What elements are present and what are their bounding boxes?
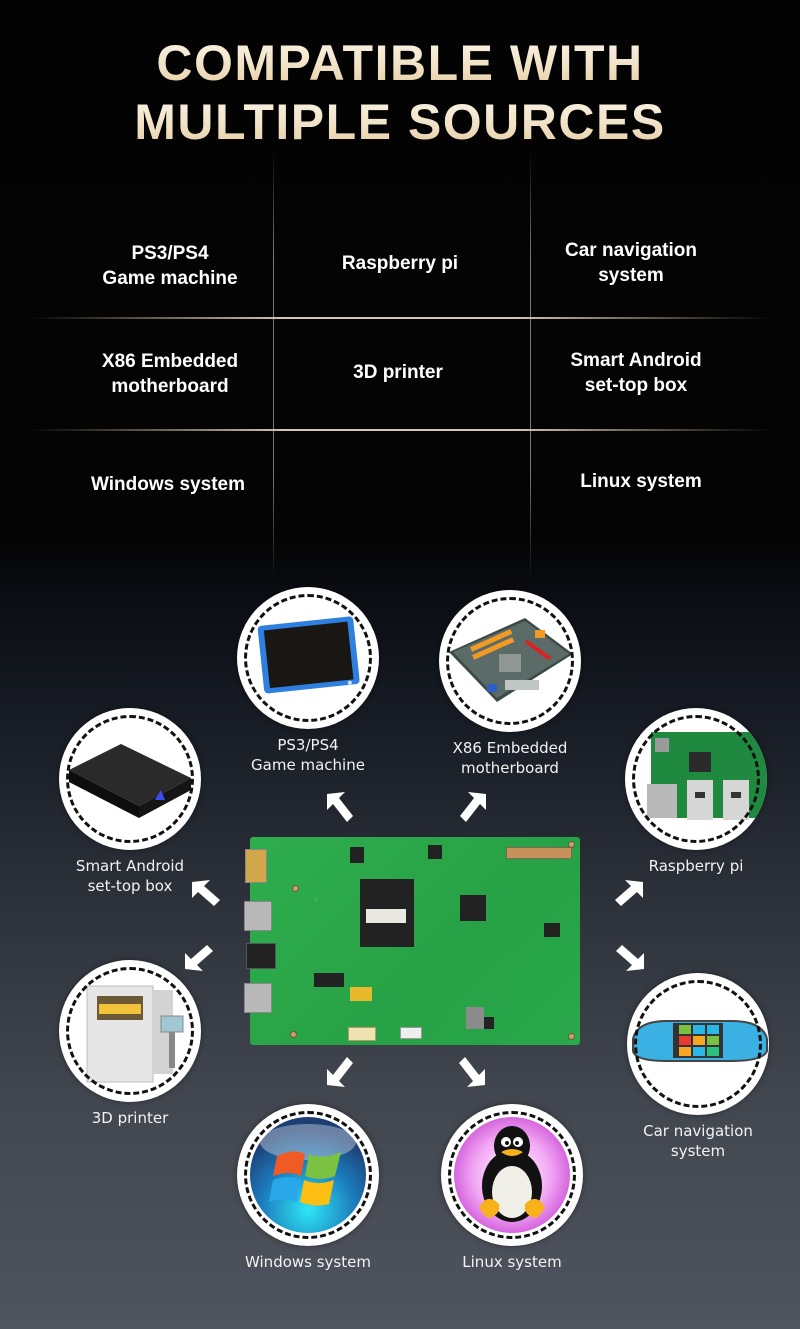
usb-c-port-1: [244, 901, 272, 931]
arrow-left-up-icon: [192, 880, 220, 906]
windows-logo-icon: [237, 1104, 379, 1246]
grid-cell-x86: X86 Embedded motherboard: [101, 351, 239, 397]
grid-divider-v1: [273, 150, 274, 580]
node-3d-printer: 3D printer: [58, 960, 202, 1128]
mount-hole-br: [568, 1033, 575, 1040]
car-mirror-navigation-icon: [627, 973, 769, 1115]
hdmi-port: [245, 849, 267, 883]
page-title-line2: MULTIPLE SOURCES: [0, 92, 800, 152]
mount-hole-bl: [290, 1031, 297, 1038]
small-chip-2: [428, 845, 442, 859]
power-header: [348, 1027, 376, 1041]
fpc-connector: [506, 847, 572, 859]
grid-cell-linux: Linux system: [580, 471, 702, 492]
arrow-up-right-icon: [460, 792, 486, 822]
grid-divider-h2: [30, 429, 770, 431]
node-android-set-top-box: Smart Android set-top box: [58, 708, 202, 896]
display-driver-board: [244, 837, 580, 1045]
inductor: [466, 1007, 484, 1029]
node-car-navigation: Car navigation system: [626, 973, 770, 1161]
grid-cell-car: Car navigation system: [565, 240, 697, 286]
page-title-line1: COMPATIBLE WITH: [0, 33, 800, 93]
node-raspberry-pi: Raspberry pi: [624, 708, 768, 876]
portable-monitor-icon: [237, 587, 379, 729]
power-ic: [544, 923, 560, 937]
grid-divider-v2: [530, 150, 531, 580]
3d-printer-icon: [59, 960, 201, 1102]
grid-cell-rpi: Raspberry pi: [341, 253, 459, 274]
small-chip-3: [314, 973, 344, 987]
arrow-left-down-icon: [185, 945, 213, 971]
node-windows: Windows system: [236, 1104, 380, 1272]
node-x86-motherboard: X86 Embedded motherboard: [438, 590, 582, 778]
grid-cell-ps: PS3/PS4 Game machine: [102, 243, 238, 289]
node-ps3-ps4: PS3/PS4 Game machine: [236, 587, 380, 775]
grid-divider-h1: [30, 317, 770, 319]
usb-c-port-2: [244, 983, 272, 1013]
small-chip-1: [350, 847, 364, 863]
mount-hole-tl: [292, 885, 299, 892]
linux-penguin-icon: [441, 1104, 583, 1246]
node-linux: Linux system: [440, 1104, 584, 1272]
audio-jack: [246, 943, 276, 969]
chip-label-sticker: [366, 909, 406, 923]
grid-cell-printer: 3D printer: [353, 362, 443, 383]
raspberry-pi-icon: [625, 708, 767, 850]
arrow-right-down-icon: [616, 945, 644, 971]
key-header: [400, 1027, 422, 1039]
mount-hole-tr: [568, 841, 575, 848]
arrow-right-up-icon: [615, 880, 643, 906]
arrow-down-left-icon: [327, 1057, 353, 1087]
set-top-box-icon: [59, 708, 201, 850]
arrow-down-right-icon: [459, 1057, 485, 1087]
arrow-up-left-icon: [327, 792, 353, 822]
capacitor-yellow: [350, 987, 372, 1001]
motherboard-icon: [439, 590, 581, 732]
grid-cell-android: Smart Android set-top box: [570, 350, 702, 396]
grid-cell-windows: Windows system: [91, 474, 245, 495]
secondary-chip: [460, 895, 486, 921]
